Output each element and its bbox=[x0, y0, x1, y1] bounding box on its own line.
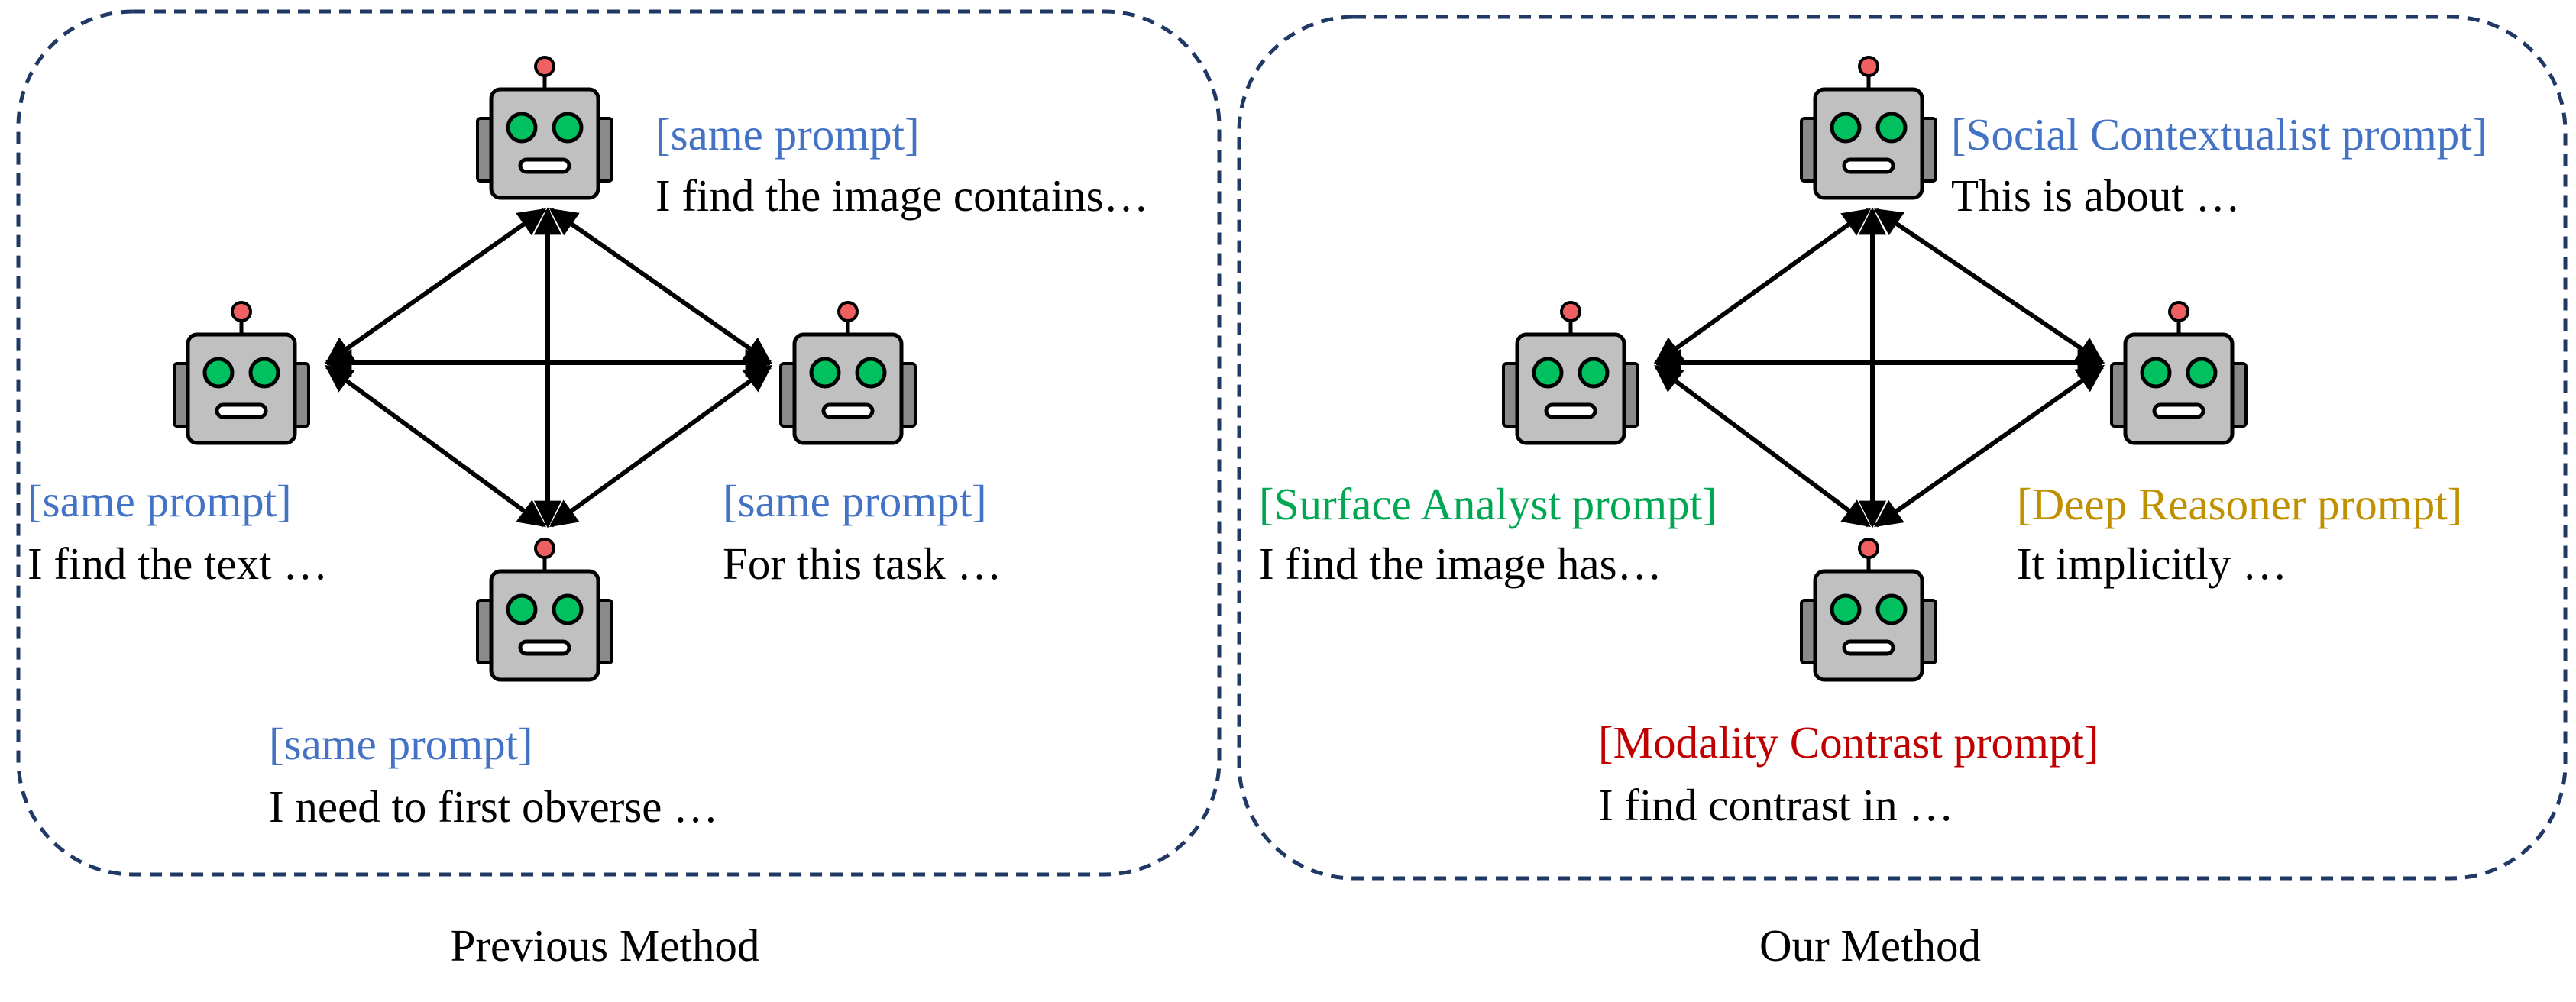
agent-label-top: [same prompt] I find the image contains… bbox=[655, 109, 1149, 221]
agent-reply: It implicitly … bbox=[2017, 538, 2287, 589]
robot-agent-icon bbox=[1800, 56, 1937, 200]
edge-top-left bbox=[325, 208, 546, 365]
robot-agent-icon bbox=[173, 301, 310, 445]
edge-top-right bbox=[1874, 208, 2105, 365]
our-method-panel: [Social Contextualist prompt] This is ab… bbox=[1237, 15, 2568, 971]
connection-edges bbox=[1653, 207, 2105, 528]
prompt-tag: [same prompt] bbox=[28, 476, 292, 526]
edge-top-left bbox=[1654, 208, 1871, 365]
agent-reply: For this task … bbox=[723, 538, 1002, 589]
previous-method-panel: [same prompt] I find the image contains…… bbox=[16, 9, 1222, 971]
prompt-tag: [Deep Reasoner prompt] bbox=[2017, 479, 2462, 529]
robot-agent-icon bbox=[779, 301, 917, 445]
agent-label-left: [same prompt] I find the text … bbox=[28, 476, 328, 589]
robot-agent-icon bbox=[1800, 538, 1937, 682]
prompt-tag: [Social Contextualist prompt] bbox=[1951, 109, 2487, 160]
agent-label-social-contextualist: [Social Contextualist prompt] This is ab… bbox=[1951, 109, 2487, 221]
agent-label-right: [same prompt] For this task … bbox=[723, 476, 1002, 589]
edge-left-bottom bbox=[1654, 364, 1871, 528]
agent-reply: I find the text … bbox=[28, 538, 328, 589]
agent-reply: This is about … bbox=[1951, 170, 2241, 221]
prompt-tag: [Surface Analyst prompt] bbox=[1259, 479, 1717, 529]
panel-border bbox=[16, 9, 1222, 877]
agent-label-modality-contrast: [Modality Contrast prompt] I find contra… bbox=[1598, 717, 2099, 830]
prompt-tag: [same prompt] bbox=[655, 109, 920, 160]
agent-label-surface-analyst: [Surface Analyst prompt] I find the imag… bbox=[1259, 479, 1717, 589]
prompt-tag: [Modality Contrast prompt] bbox=[1598, 717, 2099, 768]
agent-reply: I find the image has… bbox=[1259, 538, 1662, 589]
agent-label-bottom: [same prompt] I need to first obverse … bbox=[269, 719, 718, 832]
panel-caption: Previous Method bbox=[451, 920, 760, 971]
prompt-tag: [same prompt] bbox=[269, 719, 533, 769]
prompt-tag: [same prompt] bbox=[723, 476, 987, 526]
agent-reply: I find contrast in … bbox=[1598, 780, 1953, 830]
agent-reply: I find the image contains… bbox=[655, 170, 1149, 221]
robot-agent-icon bbox=[476, 538, 613, 682]
connection-edges bbox=[324, 207, 773, 528]
robot-agent-icon bbox=[1502, 301, 1639, 445]
edge-right-bottom bbox=[1874, 364, 2105, 528]
edge-left-bottom bbox=[325, 364, 546, 528]
edge-top-right bbox=[549, 208, 772, 365]
panel-border bbox=[1237, 15, 2568, 881]
robot-agent-icon bbox=[2110, 301, 2248, 445]
robot-agent-icon bbox=[476, 56, 613, 200]
edge-right-bottom bbox=[549, 364, 772, 528]
agent-reply: I need to first obverse … bbox=[269, 781, 718, 832]
agent-label-deep-reasoner: [Deep Reasoner prompt] It implicitly … bbox=[2017, 479, 2462, 589]
panel-caption: Our Method bbox=[1759, 920, 1981, 971]
